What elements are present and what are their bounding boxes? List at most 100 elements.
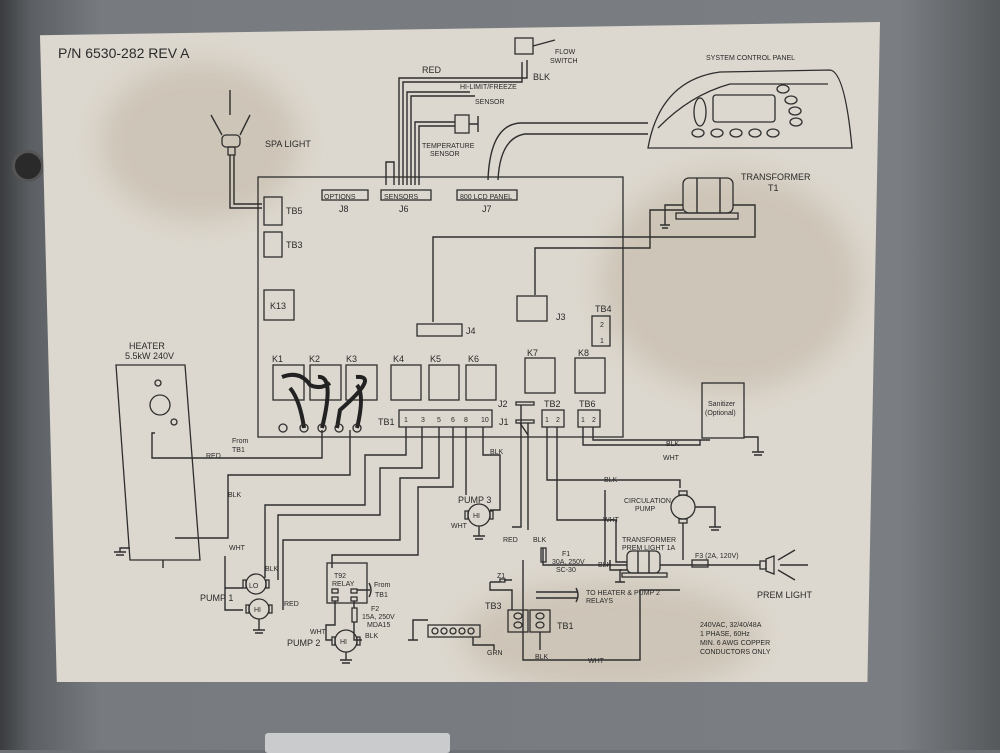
wire-label-blk: BLK xyxy=(533,537,547,544)
tb2-label: TB2 xyxy=(544,399,561,409)
wire-label-blk: BLK xyxy=(265,566,279,573)
tb6-terminal-block xyxy=(577,409,601,428)
wire-label-red: RED xyxy=(206,453,221,460)
wire-label-blk: BLK xyxy=(535,654,549,661)
spa-light-icon xyxy=(210,90,262,209)
tb1-label: TB1 xyxy=(378,417,395,427)
wire-label-red: RED xyxy=(422,65,442,75)
prem-transformer-label: TRANSFORMER xyxy=(622,537,676,544)
k13-label: K13 xyxy=(270,301,286,311)
main-terminal-blocks xyxy=(489,578,579,650)
lower-nameplate xyxy=(265,733,450,753)
tb1-main-label: TB1 xyxy=(557,621,574,631)
tb1-terminal: 8 xyxy=(464,417,468,424)
z1-label: Z1 xyxy=(497,573,505,580)
j1-label: J1 xyxy=(499,417,509,427)
k5-label: K5 xyxy=(430,354,441,364)
circulation-pump-label-2: PUMP xyxy=(635,506,656,513)
j6-label: J6 xyxy=(399,204,409,214)
wire-label-red: RED xyxy=(284,601,299,608)
sanitizer-icon xyxy=(701,382,764,456)
heater-label: HEATER xyxy=(129,341,165,351)
ground-bar-icon xyxy=(408,619,495,650)
fuse-f2-type: MDA15 xyxy=(367,622,390,629)
k1-label: K1 xyxy=(272,354,283,364)
lcd-panel-connector: 800 LCD PANEL xyxy=(460,194,512,201)
tb1-terminal: 10 xyxy=(481,417,489,424)
tb6-terminal-1: 1 xyxy=(581,417,585,424)
tb1-terminal: 3 xyxy=(421,417,425,424)
sanitizer-label: Sanitizer xyxy=(708,401,736,408)
tb2-terminal-block xyxy=(541,409,565,428)
wire-label-wht: WHT xyxy=(451,523,468,530)
j4-label: J4 xyxy=(466,326,476,336)
tb6-label: TB6 xyxy=(579,399,596,409)
k2-label: K2 xyxy=(309,354,320,364)
tb3-label: TB3 xyxy=(286,240,303,250)
temperature-sensor-label-2: SENSOR xyxy=(430,151,460,158)
hi-limit-sensor-label: HI-LIMIT/FREEZE xyxy=(460,84,517,91)
sanitizer-optional: (Optional) xyxy=(705,410,736,417)
sensors-connector: SENSORS xyxy=(384,194,419,201)
pump-1-lo: LO xyxy=(249,583,259,590)
wire-label-blk: BLK xyxy=(228,492,242,499)
wire-label-wht: WHT xyxy=(588,658,605,665)
tb5-label: TB5 xyxy=(286,206,303,216)
heater-icon xyxy=(114,364,351,568)
pump-1-label: PUMP 1 xyxy=(200,593,233,603)
pump-2-label: PUMP 2 xyxy=(287,638,320,648)
tb4-label: TB4 xyxy=(595,304,612,314)
transformer-t1-label: TRANSFORMER xyxy=(741,172,811,182)
j7-label: J7 xyxy=(482,204,492,214)
to-relays-label: TO HEATER & PUMP 2 xyxy=(586,590,660,597)
prem-transformer-rating: PREM LIGHT 1A xyxy=(622,545,675,552)
tb1-terminal: 1 xyxy=(404,417,408,424)
wire-label-wht: WHT xyxy=(229,545,246,552)
transformer-t1-icon xyxy=(432,177,756,322)
part-number: P/N 6530-282 REV A xyxy=(58,45,190,61)
tb1-terminal: 6 xyxy=(451,417,455,424)
flow-switch-label: FLOW xyxy=(555,49,576,56)
control-panel-label: SYSTEM CONTROL PANEL xyxy=(706,55,795,62)
to-relays-label-2: RELAYS xyxy=(586,598,613,605)
circulation-pump-label: CIRCULATION xyxy=(624,498,671,505)
tb3-main-label: TB3 xyxy=(485,601,502,611)
power-note-line: CONDUCTORS ONLY xyxy=(700,649,771,656)
transformer-t1-id: T1 xyxy=(768,183,779,193)
wire-label-red: RED xyxy=(503,537,518,544)
t92-from-label-2: TB1 xyxy=(375,592,388,599)
wire-label-wht: WHT xyxy=(603,517,620,524)
power-requirements-note: 240VAC, 32/40/48A 1 PHASE, 60Hz MIN. 6 A… xyxy=(700,622,771,656)
pump-3-speed: HI xyxy=(473,513,480,520)
j2-label: J2 xyxy=(498,399,508,409)
tb1-terminal-block xyxy=(398,409,493,428)
hi-limit-sensor-label-2: SENSOR xyxy=(475,99,505,106)
prem-light-transformer-icon xyxy=(615,550,760,583)
wire-label-blk: BLK xyxy=(604,477,618,484)
prem-light-label: PREM LIGHT xyxy=(757,590,813,600)
spa-light-label: SPA LIGHT xyxy=(265,139,311,149)
k6-label: K6 xyxy=(468,354,479,364)
tb2-terminal-1: 1 xyxy=(545,417,549,424)
prem-light-icon xyxy=(759,549,808,581)
fuse-f2-rating: 15A, 250V xyxy=(362,614,395,621)
pump-1-hi: HI xyxy=(254,607,261,614)
pump-2-speed: HI xyxy=(340,639,347,646)
fuse-f1-type: SC-30 xyxy=(556,567,576,574)
pump-3-label: PUMP 3 xyxy=(458,495,491,505)
fuse-f2-label: F2 xyxy=(371,606,379,613)
fuse-f1-label: F1 xyxy=(562,551,570,558)
t92-relay-icon xyxy=(325,562,372,641)
field-wiring xyxy=(224,405,710,661)
wire-label-blk: BLK xyxy=(666,441,680,448)
t92-relay-label: T92 xyxy=(334,573,346,580)
tb6-terminal-2: 2 xyxy=(592,417,596,424)
wire-label-blk: BLK xyxy=(365,633,379,640)
pump-1-icon xyxy=(242,573,273,634)
k3-label: K3 xyxy=(346,354,357,364)
sensor-wiring xyxy=(385,37,556,185)
k4-label: K4 xyxy=(393,354,404,364)
j8-label: J8 xyxy=(339,204,349,214)
wire-label-wht: WHT xyxy=(663,455,680,462)
